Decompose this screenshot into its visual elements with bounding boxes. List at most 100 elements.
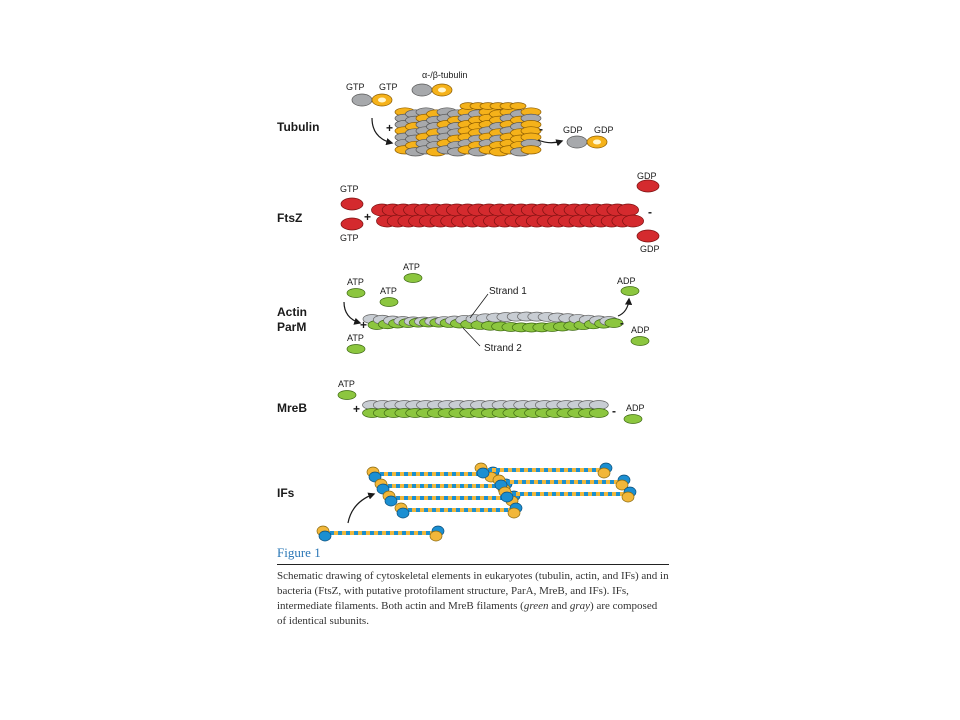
if-coil-segment bbox=[532, 468, 536, 472]
tubulin-gdp-dimer bbox=[566, 135, 608, 149]
if-coil-segment bbox=[412, 472, 416, 476]
if-filament bbox=[474, 462, 613, 479]
actin-adp-subunit-top bbox=[620, 286, 640, 296]
strand2-pointer bbox=[462, 327, 481, 347]
if-coil-segment bbox=[330, 531, 334, 535]
if-coil-segment bbox=[514, 480, 518, 484]
if-coil-segment bbox=[558, 480, 562, 484]
mreb-row: MreB ATP + - ADP bbox=[277, 379, 645, 424]
if-coil-segment bbox=[566, 480, 570, 484]
if-coil-segment bbox=[472, 496, 476, 500]
caption-text-part2: ) are composed of identical subunits. bbox=[277, 600, 658, 627]
if-coil-segment bbox=[594, 480, 598, 484]
if-coil-segment bbox=[460, 496, 464, 500]
if-tail-domain bbox=[621, 491, 635, 503]
if-coil-segment bbox=[580, 492, 584, 496]
strand1-label: Strand 1 bbox=[489, 286, 527, 297]
if-coil-segment bbox=[412, 508, 416, 512]
if-coil-segment bbox=[400, 496, 404, 500]
tubulin-subunit-label: α-/β-tubulin bbox=[422, 70, 467, 80]
if-coil-segment bbox=[484, 496, 488, 500]
ftsz-label: FtsZ bbox=[277, 211, 302, 225]
if-coil-segment bbox=[592, 492, 596, 496]
if-coil-segment bbox=[496, 508, 500, 512]
if-coil-segment bbox=[512, 468, 516, 472]
if-coil-segment bbox=[464, 496, 468, 500]
ifs-label: IFs bbox=[277, 486, 295, 500]
figure-caption: Figure 1 Schematic drawing of cytoskelet… bbox=[277, 545, 669, 629]
if-coil-segment bbox=[424, 484, 428, 488]
if-coil-segment bbox=[346, 531, 350, 535]
if-coil-segment bbox=[578, 480, 582, 484]
if-coil-segment bbox=[468, 472, 472, 476]
if-coil-segment bbox=[350, 531, 354, 535]
if-coil-segment bbox=[440, 496, 444, 500]
if-coil-segment bbox=[396, 496, 400, 500]
ftsz-subunit bbox=[617, 203, 639, 217]
if-coil-segment bbox=[452, 508, 456, 512]
actin-green-subunit bbox=[604, 318, 624, 328]
if-coil-segment bbox=[506, 480, 510, 484]
if-coil-segment bbox=[560, 468, 564, 472]
if-coil-segment bbox=[396, 484, 400, 488]
if-dimer-single bbox=[316, 525, 445, 542]
if-coil-segment bbox=[480, 508, 484, 512]
if-coil-segment bbox=[436, 496, 440, 500]
intermediate-filament-bundle bbox=[316, 462, 637, 542]
mreb-atp-subunit bbox=[337, 390, 357, 400]
ftsz-gdp-subunit-bottom bbox=[636, 229, 660, 243]
actin-adp-bottom: ADP bbox=[631, 325, 650, 335]
if-coil-segment bbox=[440, 484, 444, 488]
if-coil-segment bbox=[620, 492, 624, 496]
mreb-label: MreB bbox=[277, 401, 307, 415]
if-coil-segment bbox=[424, 472, 428, 476]
if-coil-segment bbox=[488, 484, 492, 488]
if-coil-segment bbox=[444, 508, 448, 512]
tubulin-assembly-arrow bbox=[371, 117, 394, 146]
ifs-assembly-arrow bbox=[347, 492, 376, 524]
tubulin-plus-end: + bbox=[386, 121, 393, 135]
if-coil-segment bbox=[540, 492, 544, 496]
if-coil-segment bbox=[564, 492, 568, 496]
if-coil-segment bbox=[448, 508, 452, 512]
caption-em-green: green bbox=[523, 600, 549, 612]
if-coil-segment bbox=[380, 472, 384, 476]
mreb-plus-end: + bbox=[353, 402, 360, 416]
if-coil-segment bbox=[488, 496, 492, 500]
if-coil-segment bbox=[386, 531, 390, 535]
if-coil-segment bbox=[444, 484, 448, 488]
if-coil-segment bbox=[456, 472, 460, 476]
if-coil-segment bbox=[536, 468, 540, 472]
microtubule-subunit bbox=[520, 145, 542, 155]
if-coil-segment bbox=[528, 468, 532, 472]
caption-em-gray: gray bbox=[569, 600, 591, 612]
if-coil-segment bbox=[374, 531, 378, 535]
if-head-domain bbox=[500, 491, 514, 503]
if-coil-segment bbox=[508, 468, 512, 472]
if-coil-segment bbox=[362, 531, 366, 535]
if-coil-segment bbox=[452, 472, 456, 476]
if-coil-segment bbox=[410, 531, 414, 535]
if-filament bbox=[498, 486, 637, 503]
if-coil-segment bbox=[610, 480, 614, 484]
if-coil-segment bbox=[484, 508, 488, 512]
actin-plus-end: + bbox=[360, 318, 367, 332]
if-coil-segment bbox=[588, 492, 592, 496]
if-coil-segment bbox=[574, 480, 578, 484]
if-coil-segment bbox=[550, 480, 554, 484]
if-coil-segment bbox=[420, 496, 424, 500]
if-coil-segment bbox=[534, 480, 538, 484]
if-coil-segment bbox=[590, 480, 594, 484]
if-coil-segment bbox=[604, 492, 608, 496]
if-coil-segment bbox=[468, 508, 472, 512]
if-coil-segment bbox=[440, 508, 444, 512]
ftsz-gdp-top: GDP bbox=[637, 171, 657, 181]
if-coil-segment bbox=[456, 484, 460, 488]
if-coil-segment bbox=[444, 472, 448, 476]
if-coil-segment bbox=[452, 484, 456, 488]
actin-atp-subunit-left bbox=[346, 288, 366, 298]
if-coil-segment bbox=[472, 484, 476, 488]
if-coil-segment bbox=[500, 468, 504, 472]
if-coil-segment bbox=[432, 484, 436, 488]
actin-minus-end: - bbox=[620, 316, 624, 330]
